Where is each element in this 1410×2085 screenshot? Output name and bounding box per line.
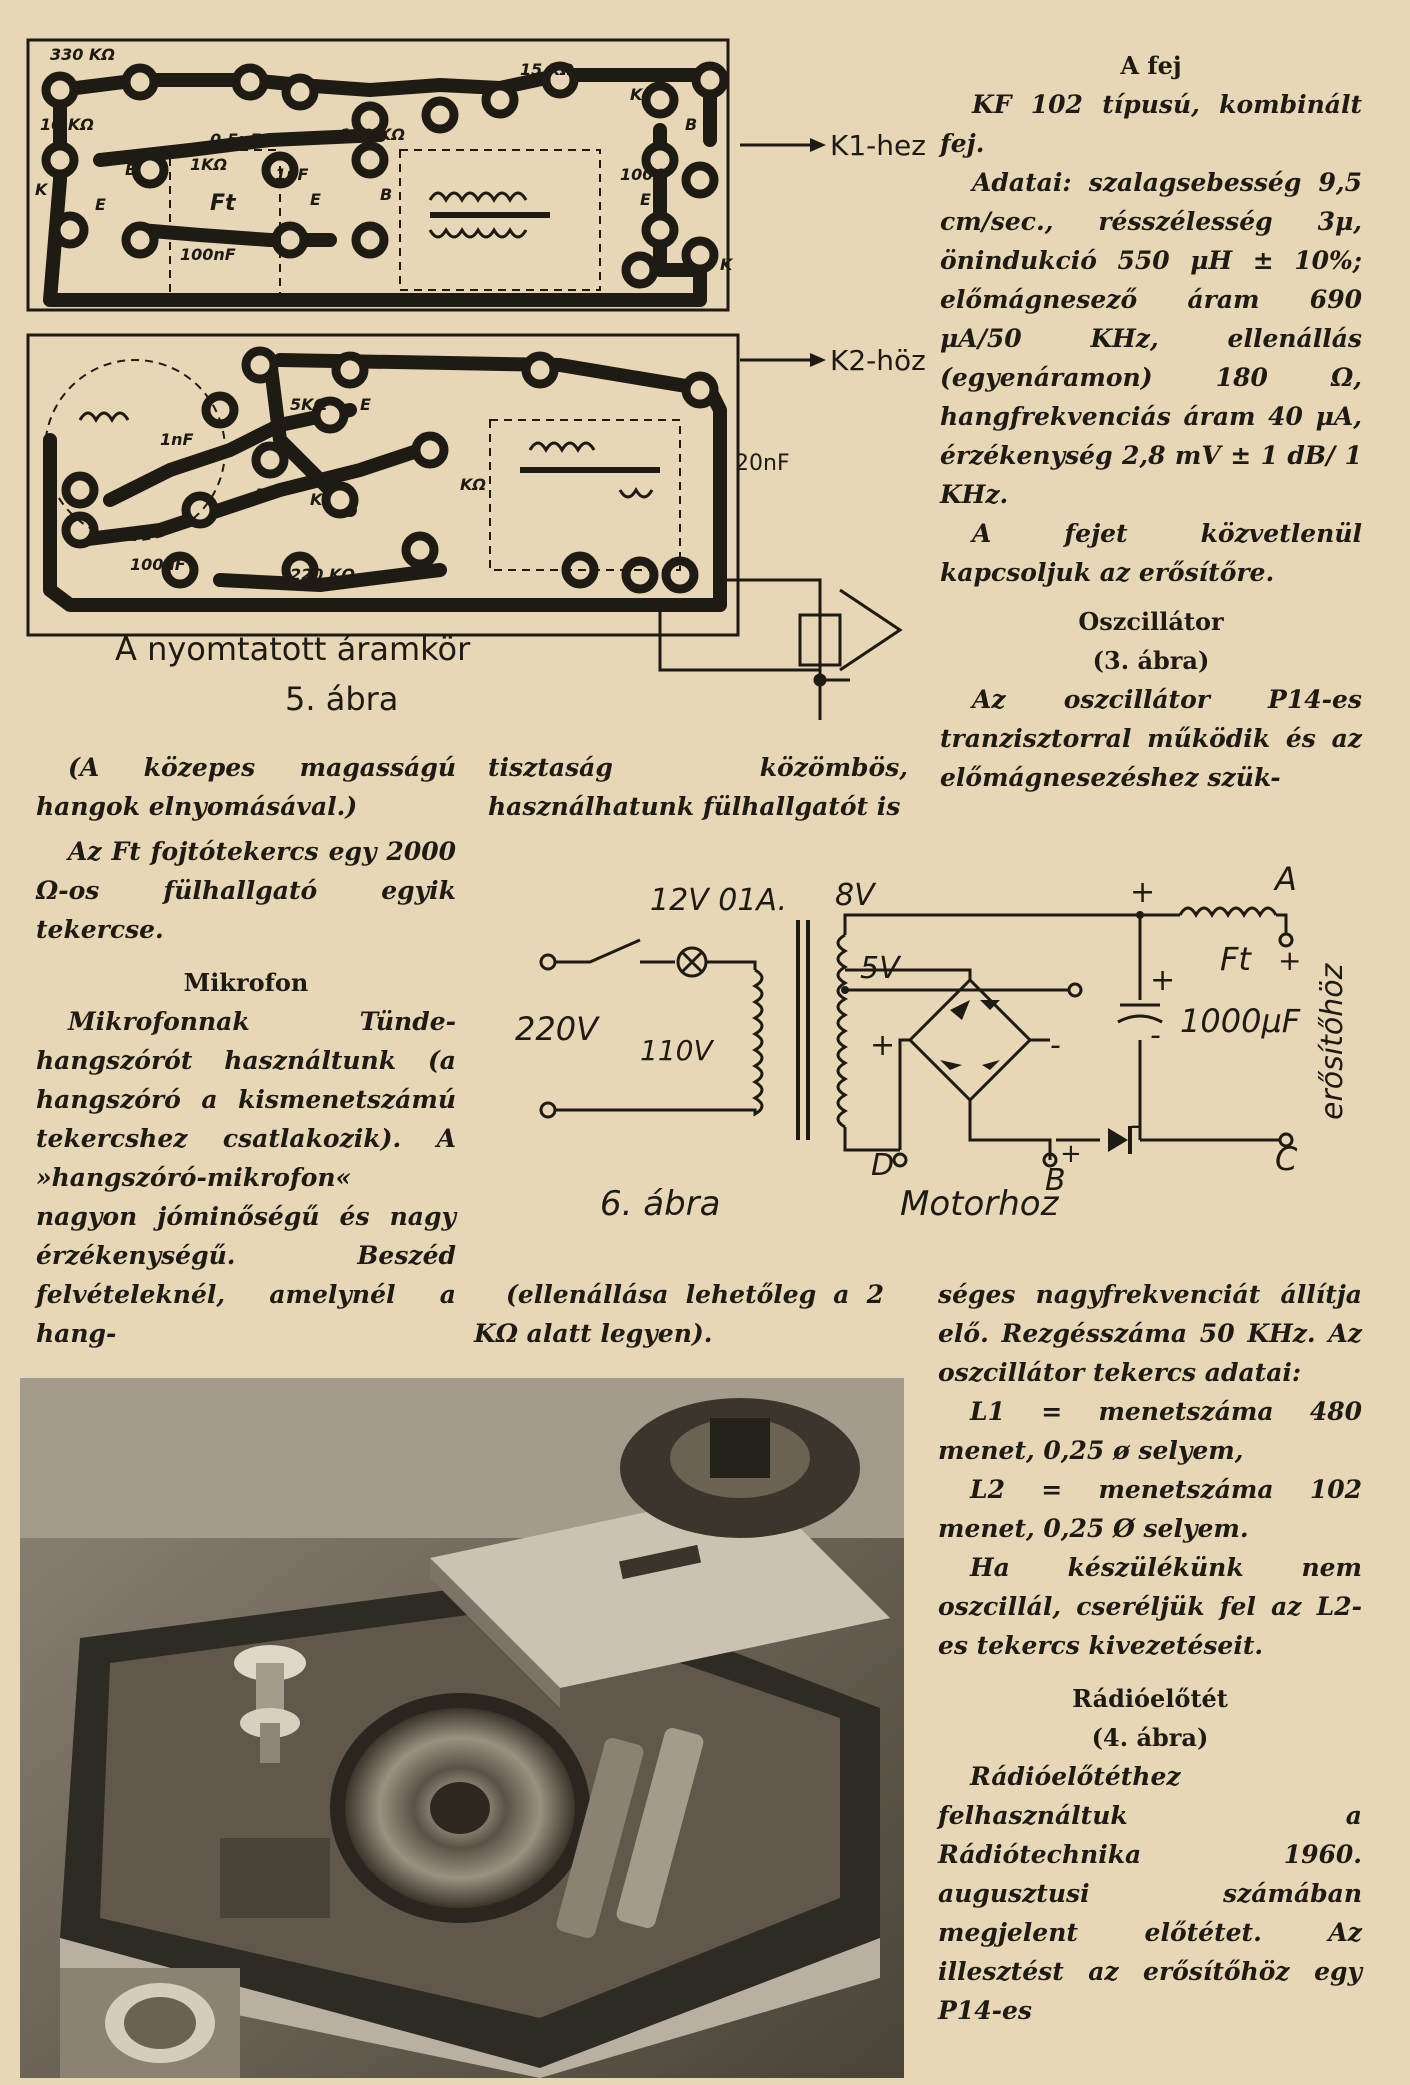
svg-text:K: K — [630, 85, 644, 104]
svg-text:K: K — [720, 255, 734, 274]
svg-text:K: K — [310, 490, 324, 509]
svg-text:B: B — [380, 185, 392, 204]
figure-6-caption: 6. ábra — [600, 1184, 720, 1224]
label-c: C — [1275, 1140, 1298, 1178]
label-220v: 220V — [515, 1010, 600, 1048]
figure-5-caption-number: 5. ábra — [285, 680, 399, 718]
svg-text:B: B — [125, 160, 137, 179]
heading-oszcillator: Oszcillátor — [1078, 607, 1224, 636]
svg-text:-: - — [1150, 1018, 1161, 1053]
label-100nf: 100nF — [180, 245, 236, 264]
label-ft: Ft — [210, 191, 237, 216]
label-b: B — [1045, 1163, 1066, 1198]
label-erositohoz: erősítőhöz — [1315, 962, 1350, 1120]
label-05uf: 0,5μF — [210, 130, 261, 149]
device-photo — [20, 1378, 904, 2078]
label-12v: 12V 01A. — [650, 883, 787, 918]
right-column-continued: séges nagyfrekvenciát állítja elő. Rezgé… — [938, 1280, 1362, 2025]
label-110v: 110V — [640, 1034, 714, 1067]
label-kohm: KΩ — [460, 475, 486, 494]
label-220k: 220 KΩ — [290, 565, 355, 584]
left-column: (A közepes magasságú hangok elnyomásával… — [36, 753, 456, 1348]
figure-6-power-supply: 12V 01A. 8V 5V 220V 110V + - + + - - A +… — [515, 860, 1350, 1224]
svg-text:E: E — [310, 190, 321, 209]
label-8v: 8V — [835, 878, 877, 913]
label-5k: 5KΩ — [290, 395, 327, 414]
label-d: D — [871, 1148, 894, 1183]
figure-5-printed-circuit: 330 KΩ 10 KΩ 15 KΩ 0,5μF 1KΩ 1nF 100 KΩ … — [26, 38, 926, 720]
heading-a-fej: A fej — [1120, 51, 1182, 80]
figure-5-caption-title: A nyomtatott áramkör — [115, 630, 471, 668]
svg-text:-: - — [1130, 1108, 1141, 1143]
label-1000uf: 1000μF — [1180, 1002, 1301, 1040]
label-100ohm: 100Ω — [620, 165, 667, 184]
label-100k: 100 KΩ — [340, 125, 405, 144]
svg-text:E: E — [360, 395, 371, 414]
svg-text:+: + — [870, 1028, 895, 1063]
label-20nf: 20nF — [735, 451, 790, 476]
label-10k: 10 KΩ — [40, 115, 94, 134]
svg-text:E: E — [640, 190, 651, 209]
svg-text:+: + — [1060, 1139, 1082, 1169]
svg-text:+: + — [1278, 944, 1301, 977]
middle-column-bottom: (ellenállása lehetőleg a 2 KΩ alatt legy… — [474, 1280, 884, 1348]
right-column: A fej KF 102 típusú, kombinált fej. Adat… — [940, 46, 1362, 797]
svg-text:+: + — [1130, 875, 1155, 910]
heading-radioelotet: Rádióelőtét — [1072, 1684, 1228, 1713]
svg-text:+: + — [1150, 963, 1175, 998]
label-ft: Ft — [1220, 940, 1252, 978]
svg-text:-: - — [1050, 1028, 1061, 1063]
label-a: A — [1273, 860, 1297, 898]
label-k2-hoz: K2-höz — [830, 344, 926, 377]
label-motorhoz: Motorhoz — [900, 1184, 1060, 1224]
label-330k: 330 KΩ — [50, 45, 115, 64]
label-k1-hez: K1-hez — [830, 129, 926, 162]
label-1nf: 1nF — [275, 165, 309, 184]
heading-mikrofon: Mikrofon — [183, 968, 309, 997]
label-5v: 5V — [860, 951, 902, 986]
label-15k: 15 KΩ — [520, 60, 574, 79]
label-1nf-b: 1nF — [160, 430, 194, 449]
svg-text:E: E — [95, 195, 106, 214]
svg-text:B: B — [255, 485, 267, 504]
label-100nf-b: 100nF — [130, 555, 186, 574]
svg-text:K: K — [35, 180, 49, 199]
label-1k: 1KΩ — [190, 155, 227, 174]
svg-text:B: B — [685, 115, 697, 134]
middle-column-top: tisztaság közömbös, használhatunk fülhal… — [488, 753, 908, 821]
